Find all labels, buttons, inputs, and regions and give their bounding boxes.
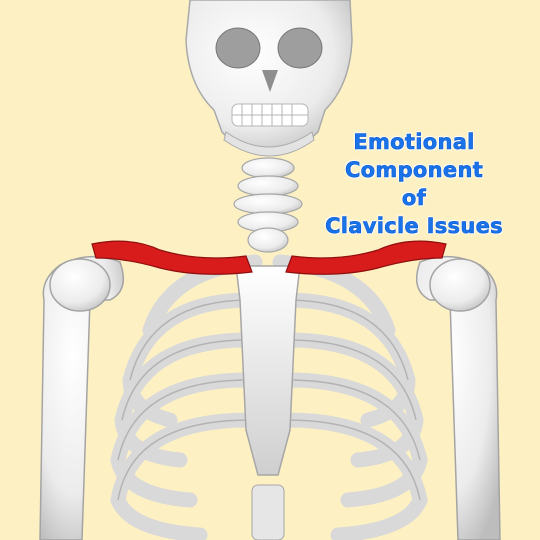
caption-line-4: Clavicle Issues bbox=[325, 214, 503, 239]
caption-line-1: Emotional bbox=[353, 130, 475, 155]
caption-line-3: of bbox=[401, 186, 427, 211]
caption-title: Emotional Component of Clavicle Issues bbox=[300, 128, 528, 240]
right-shoulder bbox=[415, 256, 501, 540]
cervical-spine bbox=[233, 157, 303, 253]
caption-line-2: Component bbox=[344, 158, 484, 183]
left-shoulder bbox=[39, 256, 125, 540]
skull bbox=[185, 0, 353, 157]
sternum bbox=[235, 265, 301, 476]
clavicle-highlight bbox=[91, 240, 447, 275]
lumbar-spine bbox=[251, 484, 285, 540]
